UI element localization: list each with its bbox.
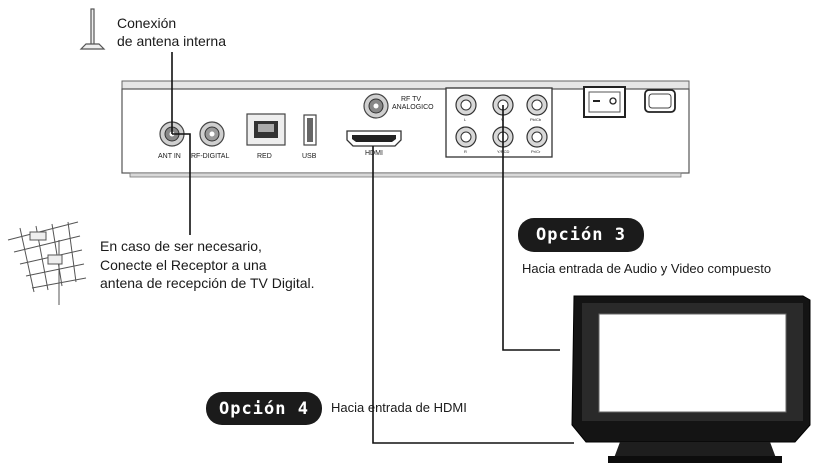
analogico-label: ANALOGICO	[392, 104, 434, 111]
external-antenna-note-line1: En caso de ser necesario,	[100, 238, 262, 254]
option-3-badge: Opción 3	[518, 218, 644, 252]
power-switch-icon	[583, 86, 626, 118]
external-antenna-icon	[7, 221, 87, 305]
option-4-text: Hacia entrada de HDMI	[331, 400, 467, 415]
external-antenna-cable	[172, 133, 191, 235]
external-antenna-note: En caso de ser necesario, Conecte el Rec…	[100, 237, 315, 293]
external-antenna-note-line3: antena de recepción de TV Digital.	[100, 275, 315, 291]
usb-label: USB	[302, 153, 317, 160]
external-antenna-note-line2: Conecte el Receptor a una	[100, 256, 267, 273]
rf-digital-label: RF-DIGITAL	[191, 153, 230, 160]
option-4-badge: Opción 4	[206, 392, 322, 425]
hdmi-cable	[372, 146, 574, 444]
rca-r-label: R	[464, 149, 467, 154]
ant-in-label: ANT IN	[158, 153, 181, 160]
av-cable	[502, 105, 560, 351]
internal-antenna-icon	[79, 8, 106, 50]
rca-pr-label: Pr/Cr	[531, 149, 541, 154]
rca-y-label: Y/RCD	[497, 149, 510, 154]
hdmi-port-icon	[346, 130, 402, 147]
ethernet-port-icon	[246, 113, 286, 146]
rf-digital-connector	[199, 121, 225, 147]
rca-panel	[445, 87, 553, 158]
red-label: RED	[257, 153, 272, 160]
option-3-text: Hacia entrada de Audio y Video compuesto	[522, 261, 772, 276]
internal-antenna-line1: Conexión	[117, 15, 177, 31]
rf-tv-analog-connector	[363, 93, 389, 119]
rca-l-label: L	[464, 117, 467, 122]
internal-antenna-line2: de antena interna	[117, 33, 226, 49]
internal-antenna-label: Conexión de antena interna	[117, 14, 226, 50]
power-socket-icon	[644, 89, 676, 113]
usb-port-icon	[303, 114, 317, 146]
rca-pb-label: Pb/Cb	[530, 117, 542, 122]
hdmi-label: HDMI	[365, 150, 383, 157]
rf-tv-label: RF TV	[401, 96, 422, 103]
television-icon	[571, 295, 811, 463]
rca-v-label: V	[501, 117, 504, 122]
cables	[171, 52, 574, 444]
